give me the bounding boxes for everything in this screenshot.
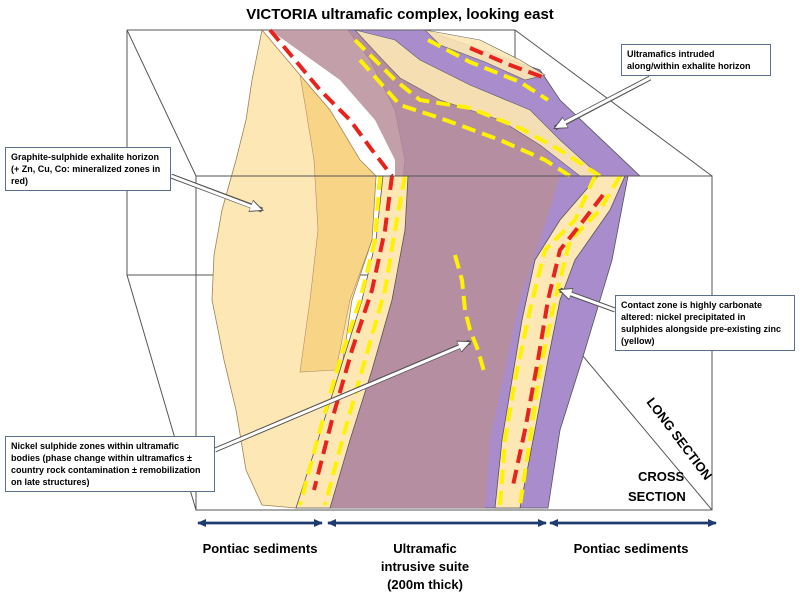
callout-arrows <box>170 75 652 453</box>
label-pontiac-left: Pontiac sediments <box>202 541 318 556</box>
label-ultramafic-line2: intrusive suite <box>380 559 470 574</box>
cross-section-line1: CROSS <box>638 469 685 484</box>
diagram-title: VICTORIA ultramafic complex, looking eas… <box>246 6 554 23</box>
label-ultramafic-line3: (200m thick) <box>387 577 463 592</box>
overlap-zone <box>270 30 560 508</box>
cross-section-line2: SECTION <box>628 489 686 504</box>
sediment-strip-right <box>494 175 626 509</box>
label-ultramafic-suite: Ultramafic intrusive suite (200m thick) <box>360 540 490 594</box>
mineralized-zones <box>268 28 605 491</box>
callout-nickel: Nickel sulphide zones within ultramafic … <box>5 436 215 492</box>
label-pontiac-right: Pontiac sediments <box>573 541 689 556</box>
sediment-strip-left <box>295 175 409 509</box>
label-ultramafic-line1: Ultramafic <box>393 541 457 556</box>
zinc-zones <box>298 38 622 506</box>
callout-contact: Contact zone is highly carbonate altered… <box>615 295 795 351</box>
callout-exhalite: Graphite-sulphide exhalite horizon (+ Zn… <box>5 147 171 191</box>
cross-section-label: CROSS SECTION <box>628 467 686 507</box>
callout-intruded: Ultramafics intruded along/within exhali… <box>621 44 771 76</box>
